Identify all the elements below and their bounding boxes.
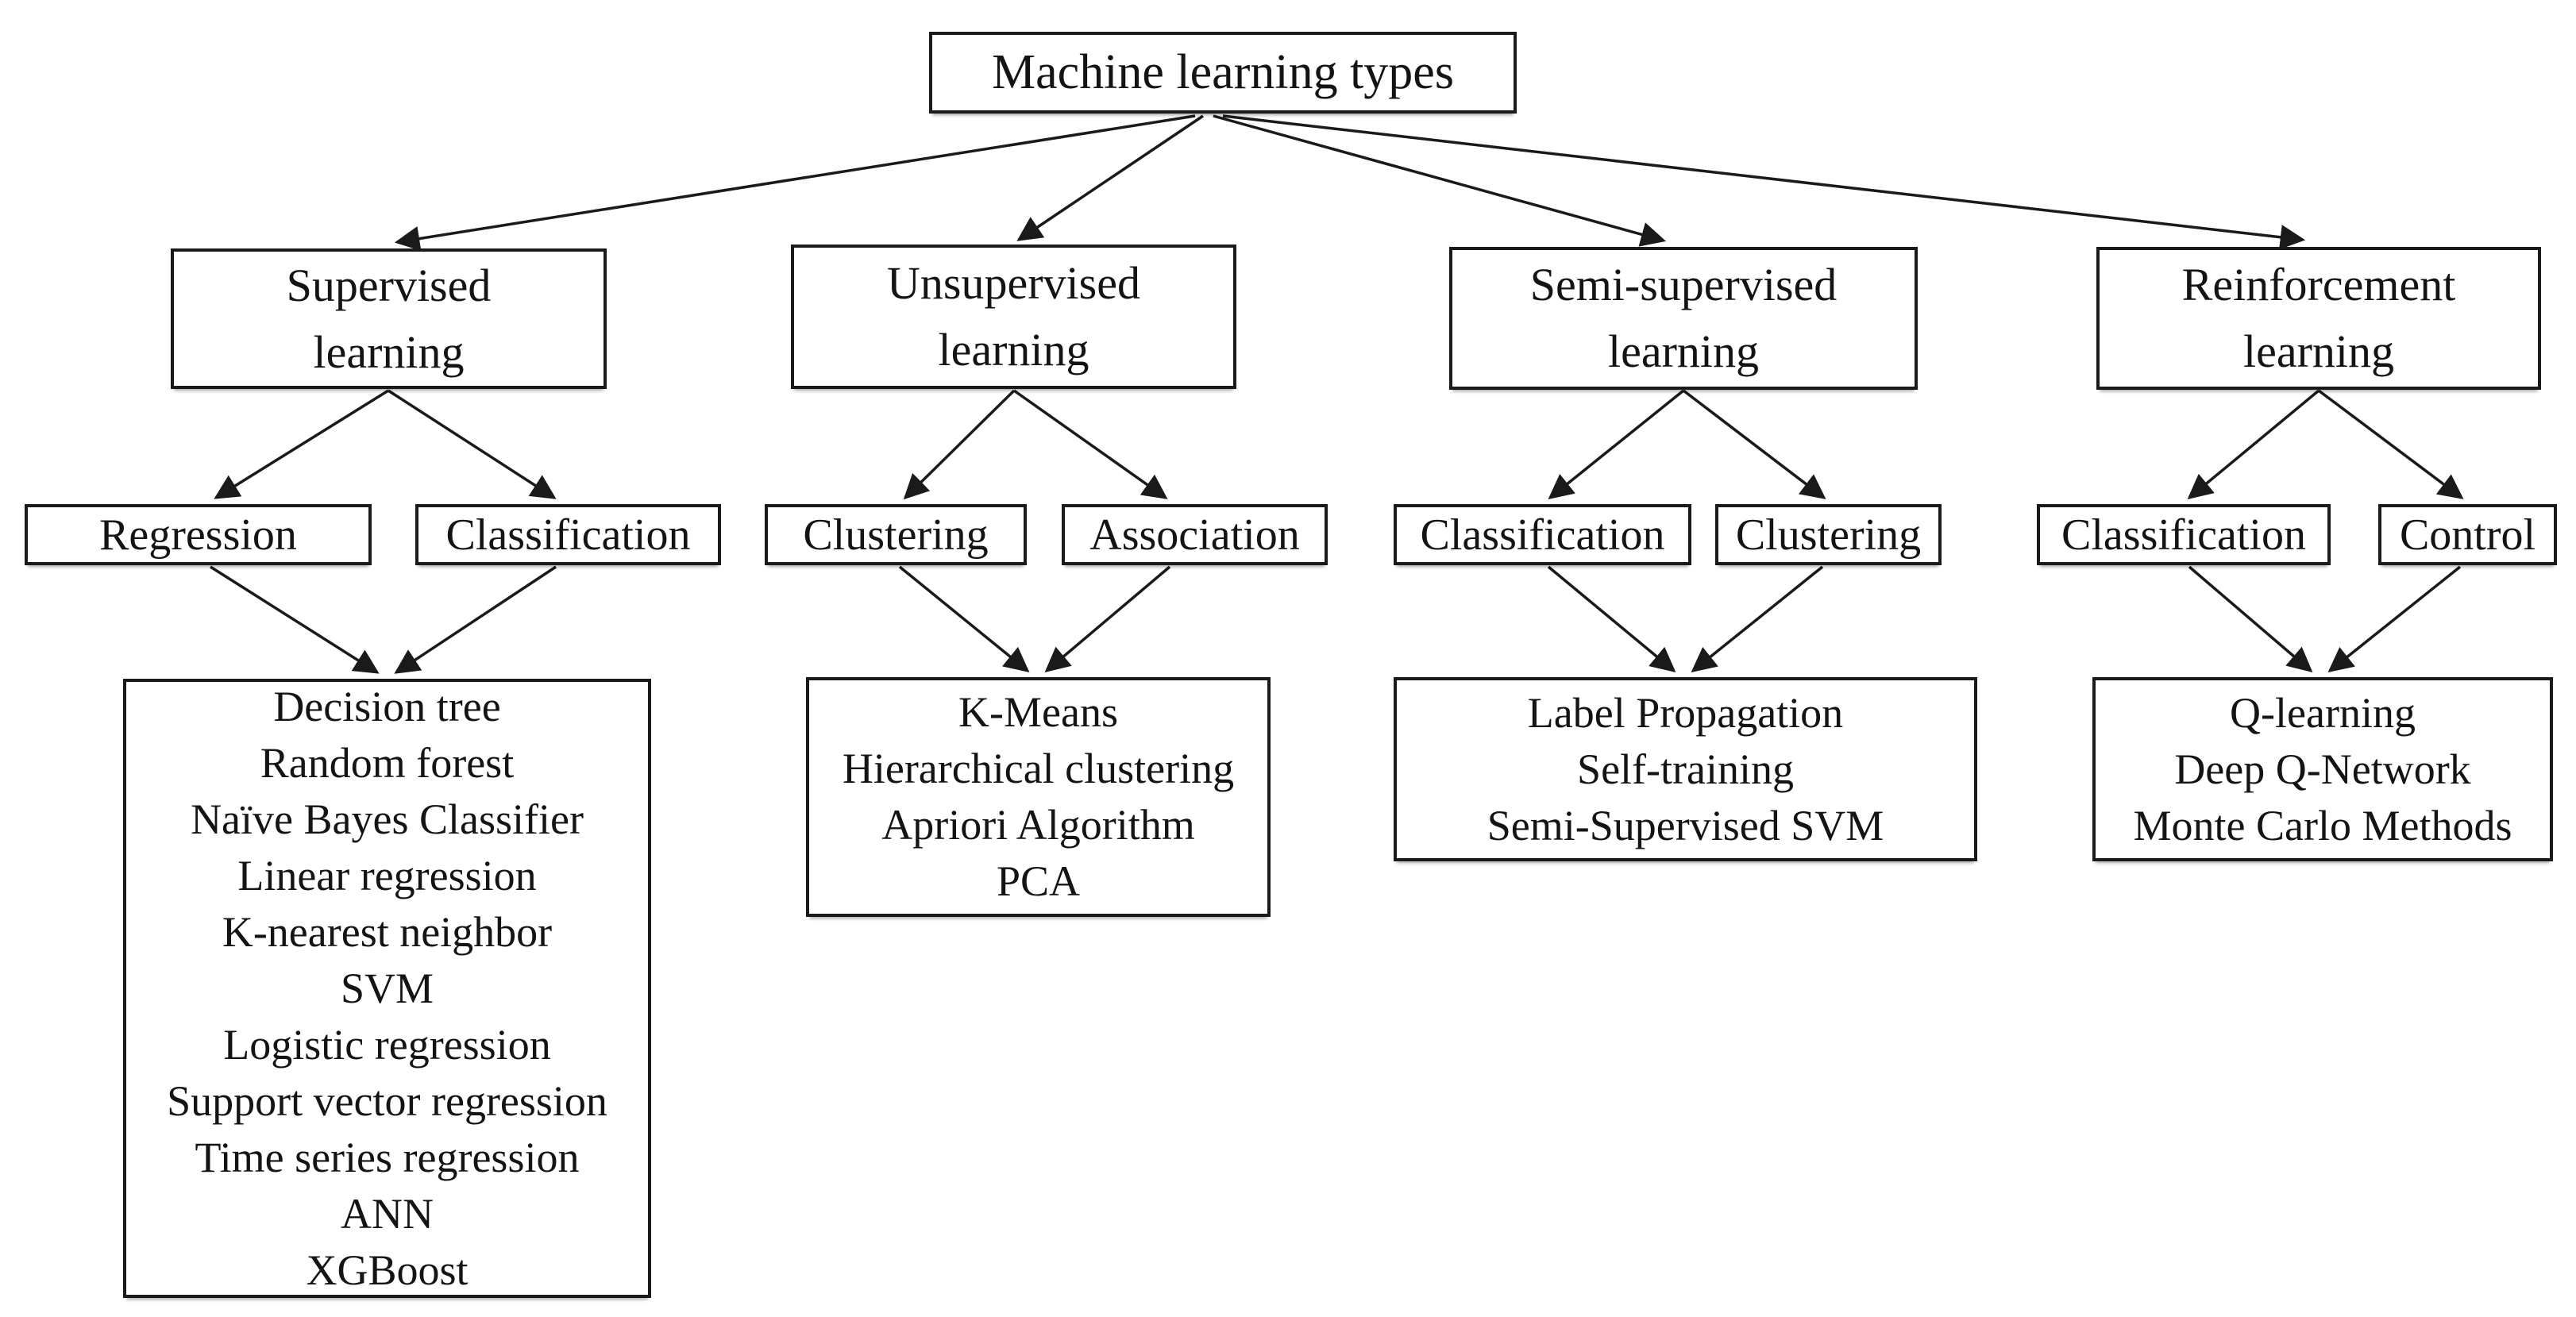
method-item: Label Propagation xyxy=(1527,688,1844,737)
method-item: Logistic regression xyxy=(223,1020,551,1069)
edge-semi-classification xyxy=(1548,389,1685,499)
edge-root-unsupervised xyxy=(1016,114,1204,241)
edge-reinforcement-control xyxy=(2317,389,2464,499)
leaf-label: Control xyxy=(2399,510,2536,560)
branch-label-line: learning xyxy=(1607,325,1760,377)
branch-label-line: learning xyxy=(2242,325,2395,377)
branch-label-line: Semi-supervised xyxy=(1529,259,1838,310)
leaf-box-reinforcement-classification: Classification xyxy=(2037,504,2331,565)
method-item: Self-training xyxy=(1577,745,1794,793)
method-item: Decision tree xyxy=(273,682,501,730)
method-item: Monte Carlo Methods xyxy=(2133,801,2512,849)
leaf-label: Association xyxy=(1089,510,1300,560)
edge-regression-methods xyxy=(210,565,380,674)
edge-root-supervised xyxy=(394,114,1196,252)
method-item: Support vector regression xyxy=(167,1076,607,1125)
edge-semi-clustering xyxy=(1682,389,1826,499)
leaf-label: Classification xyxy=(2061,510,2306,560)
method-item: Linear regression xyxy=(237,851,537,899)
edge-control-methods xyxy=(2327,565,2462,672)
edge-supervised-regression xyxy=(214,389,389,499)
branch-box-unsupervised-learning: Unsupervised learning xyxy=(791,245,1236,389)
branch-label-line: Reinforcement xyxy=(2181,259,2456,310)
branch-box-supervised-learning: Supervised learning xyxy=(171,248,607,389)
edge-root-semi-supervised xyxy=(1213,114,1667,247)
method-item: Deep Q-Network xyxy=(2174,745,2471,793)
leaf-box-unsupervised-clustering: Clustering xyxy=(765,504,1027,565)
method-item: XGBoost xyxy=(306,1246,469,1294)
method-item: Hierarchical clustering xyxy=(842,745,1235,792)
branch-label-line: learning xyxy=(938,324,1089,375)
edge-association-methods xyxy=(1044,565,1171,673)
method-item: Apriori Algorithm xyxy=(881,801,1195,849)
method-item: Random forest xyxy=(260,738,515,787)
method-item: Q-learning xyxy=(2230,688,2416,737)
root-label: Machine learning types xyxy=(992,45,1454,99)
edge-classification-methods xyxy=(394,565,557,674)
leaf-label: Classification xyxy=(445,510,691,560)
leaf-box-reinforcement-control: Control xyxy=(2378,504,2557,565)
methods-box-reinforcement: Q-learning Deep Q-Network Monte Carlo Me… xyxy=(2092,677,2553,861)
branch-label-line: learning xyxy=(313,325,465,378)
branch-box-semi-supervised-learning: Semi-supervised learning xyxy=(1449,247,1918,390)
edge-root-reinforcement xyxy=(1222,114,2306,250)
leaf-label: Regression xyxy=(99,510,297,560)
edge-semi-classification-methods xyxy=(1547,565,1676,673)
edge-clustering-methods xyxy=(898,565,1030,672)
leaf-box-semi-clustering: Clustering xyxy=(1715,504,1942,565)
method-item: ANN xyxy=(341,1189,434,1238)
edge-reinforcement-classification xyxy=(2187,389,2320,500)
methods-box-semi-supervised: Label Propagation Self-training Semi-Sup… xyxy=(1394,677,1977,861)
methods-box-supervised: Decision tree Random forest Naïve Bayes … xyxy=(123,679,651,1298)
leaf-box-supervised-regression: Regression xyxy=(25,504,372,565)
leaf-box-supervised-classification: Classification xyxy=(415,504,721,565)
leaf-box-semi-classification: Classification xyxy=(1394,504,1691,565)
edge-supervised-classification xyxy=(388,389,557,499)
edge-rl-classification-methods xyxy=(2188,565,2313,673)
branch-label-line: Unsupervised xyxy=(887,257,1140,309)
methods-box-unsupervised: K-Means Hierarchical clustering Apriori … xyxy=(806,677,1271,917)
leaf-box-unsupervised-association: Association xyxy=(1062,504,1328,565)
method-item: SVM xyxy=(340,964,434,1012)
root-box: Machine learning types xyxy=(929,32,1517,114)
branch-label-line: Supervised xyxy=(286,259,492,311)
branch-box-reinforcement-learning: Reinforcement learning xyxy=(2096,247,2541,390)
method-item: PCA xyxy=(996,857,1081,905)
method-item: Time series regression xyxy=(195,1133,580,1181)
edge-semi-clustering-methods xyxy=(1691,565,1824,672)
leaf-label: Classification xyxy=(1420,510,1665,560)
edge-unsupervised-clustering xyxy=(903,389,1016,500)
method-item: Naïve Bayes Classifier xyxy=(191,795,584,843)
method-item: Semi-Supervised SVM xyxy=(1487,801,1884,849)
method-item: K-Means xyxy=(958,688,1118,736)
edge-unsupervised-association xyxy=(1012,389,1168,499)
leaf-label: Clustering xyxy=(803,510,989,560)
method-item: K-nearest neighbor xyxy=(222,907,553,956)
leaf-label: Clustering xyxy=(1735,510,1922,560)
